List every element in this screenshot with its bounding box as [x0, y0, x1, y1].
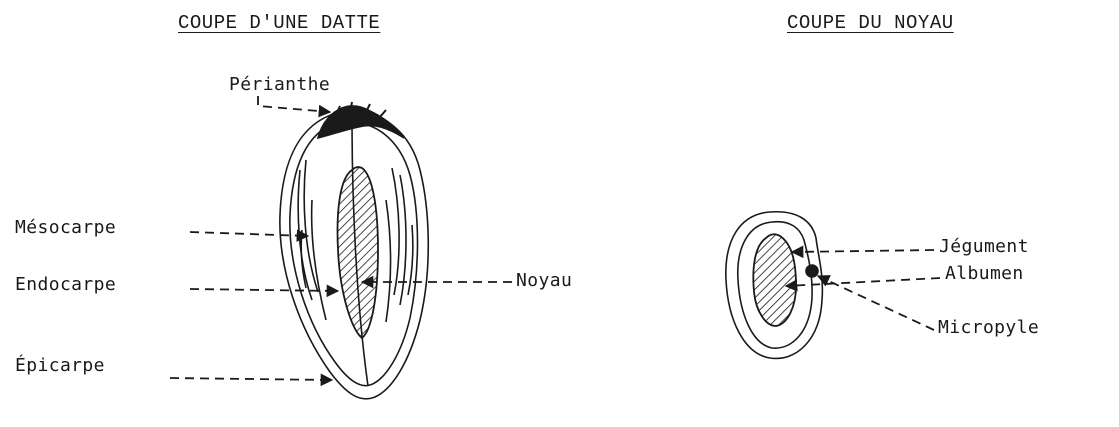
seed-drawing	[726, 212, 823, 359]
label-mesocarpe: Mésocarpe	[15, 219, 116, 237]
label-micropyle: Micropyle	[938, 319, 1039, 337]
leader-epicarpe	[170, 378, 332, 380]
seed-albumen-core	[753, 234, 796, 326]
leader-albumen	[786, 278, 940, 286]
label-albumen: Albumen	[945, 265, 1024, 283]
seed-micropyle	[806, 265, 818, 277]
leader-endocarpe	[190, 289, 338, 291]
leader-tegument	[792, 250, 934, 252]
label-epicarpe: Épicarpe	[15, 357, 105, 375]
date-seed	[338, 167, 378, 338]
label-endocarpe: Endocarpe	[15, 276, 116, 294]
label-tegument: Jégument	[939, 238, 1029, 256]
leader-lines	[170, 96, 940, 380]
label-perianthe: Périanthe	[229, 76, 330, 94]
date-drawing	[280, 102, 428, 399]
leader-micropyle	[818, 276, 934, 330]
leader-perianthe	[258, 96, 330, 112]
label-noyau: Noyau	[516, 272, 572, 290]
